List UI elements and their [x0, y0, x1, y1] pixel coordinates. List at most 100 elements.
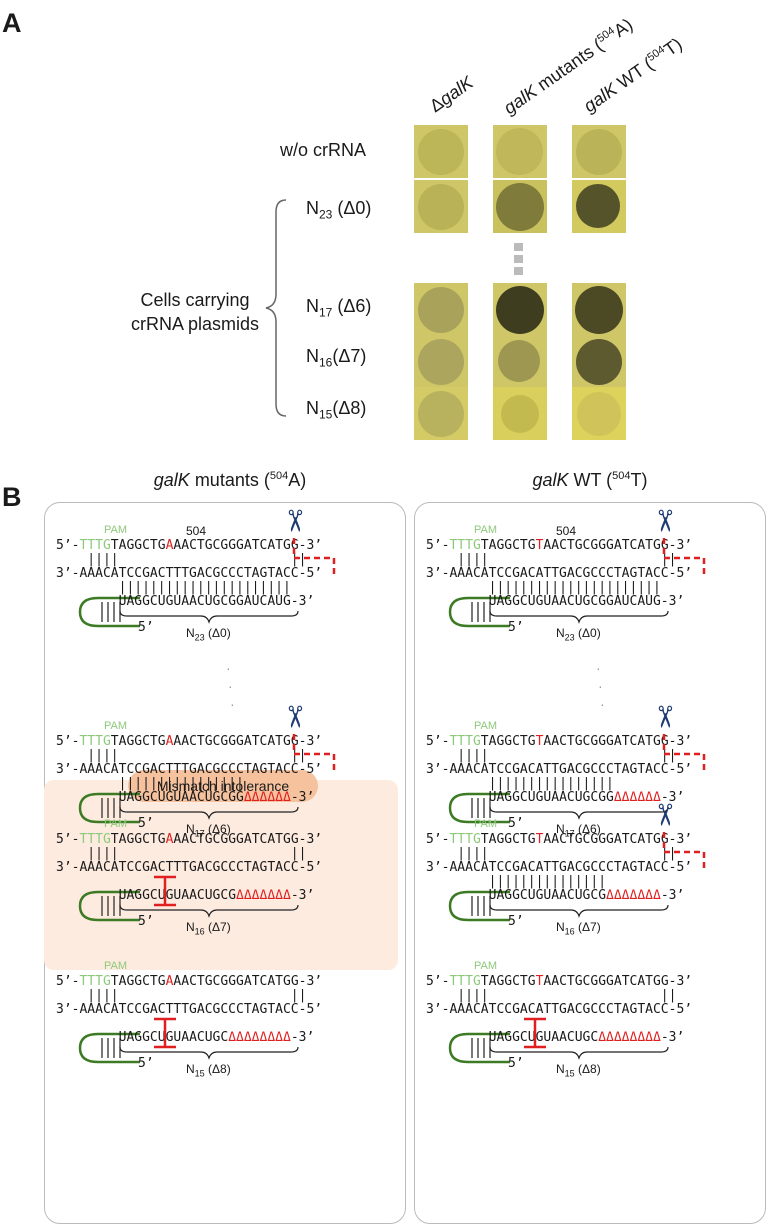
deletion-marks: ΔΔΔΔΔΔΔΔ [598, 1030, 661, 1045]
deletion-marks: ΔΔΔΔΔΔΔΔ [228, 1030, 291, 1045]
pam-label: PAM [104, 960, 128, 972]
bottom-strand: 3’-AAACATCCGACTTTGACGCCCTAGTACC-5’ [56, 1002, 323, 1017]
crrna-segment: UAGGCUGUAACUGC [488, 1030, 599, 1045]
crrna-sequence: UAGGCUGUAACUGCGGΔΔΔΔΔΔ-3’ [489, 790, 685, 805]
pam-sequence: TTTG [79, 974, 111, 989]
crrna-length-label: N17 (Δ6) [186, 822, 231, 838]
top-strand: 5’-TTTGTAGGCTGAAACTGCGGGATCATGG-3’ [56, 832, 322, 847]
no-cleavage-inhibition-bar [154, 1017, 176, 1049]
bottom-strand: 3’-AAACATCCGACTTTGACGCCCTAGTACC-5’ [56, 762, 323, 777]
ellipsis-dot: · [228, 678, 233, 694]
crrna-sequence: UAGGCUGUAACUGCGGΔΔΔΔΔΔ-3’ [119, 790, 315, 805]
row-label-n15: N15(Δ8) [306, 398, 367, 422]
top-strand: 5’-TTTGTAGGCTGTAACTGCGGGATCATGG-3’ [426, 974, 692, 989]
pam-label: PAM [104, 524, 128, 536]
tile [493, 180, 547, 233]
crrna-sequence: UAGGCUGUAACUGCΔΔΔΔΔΔΔΔ-3’ [489, 1030, 685, 1045]
deletion-marks: ΔΔΔΔΔΔ [243, 790, 291, 805]
crrna-hairpin [78, 596, 140, 628]
strand-end: 5’- [56, 538, 80, 553]
top-strand: 5’-TTTGTAGGCTGTAACTGCGGGATCATGG-3’ [426, 538, 692, 553]
sequence-segment: AACTGCGGGATCATGG-3’ [173, 734, 323, 749]
strand-pairing: |||| || [56, 748, 307, 763]
tile [493, 283, 547, 336]
deletion-count: (Δ0) [204, 626, 231, 640]
crrna-segment: UAGGCUGUAACUGC [118, 1030, 229, 1045]
tile [493, 387, 547, 440]
strand-end: 5’- [426, 832, 450, 847]
pam-sequence: TTTG [79, 538, 111, 553]
tile [572, 180, 626, 233]
tile [493, 125, 547, 178]
top-strand: 5’-TTTGTAGGCTGAAACTGCGGGATCATGG-3’ [56, 538, 322, 553]
deletion-count: (Δ7) [574, 920, 601, 934]
scissors-icon: ✂ [277, 704, 311, 730]
strand-end: -3’ [290, 888, 315, 903]
crrna-brace [119, 610, 299, 624]
crrna-segment: UAGGCUGUAACUGCGGAUCAUG-3’ [488, 594, 685, 609]
row-label-n16: N16(Δ7) [306, 346, 367, 370]
crrna-segment: UAGGCUGUAACUGCG [118, 888, 237, 903]
sequence-segment: AACTGCGGGATCATGG-3’ [543, 974, 693, 989]
crrna-brace [489, 806, 669, 820]
strand-pairing: |||| || [56, 552, 307, 567]
five-prime-end: 5’ [138, 1056, 154, 1071]
bottom-strand: 3’-AAACATCCGACATTGACGCCCTAGTACC-5’ [426, 860, 693, 875]
n-subscript: 17 [564, 828, 575, 839]
n-letter: N [186, 1062, 195, 1076]
scissors-icon: ✂ [277, 508, 311, 534]
crrna-pairing: |||||||||||||||||||||| [118, 580, 291, 595]
strand-end: -3’ [290, 1030, 315, 1045]
pam-sequence: TTTG [449, 832, 481, 847]
sequence-segment: TAGGCTG [110, 734, 166, 749]
five-prime-end: 5’ [138, 816, 154, 831]
ellipsis-dot: · [226, 660, 231, 676]
target-base-504: A [165, 538, 174, 553]
deletion-count: (Δ8) [204, 1062, 231, 1076]
crrna-pairing: |||||||||||||||| [488, 776, 614, 791]
sequence-segment: TAGGCTG [480, 832, 536, 847]
deletion-marks: ΔΔΔΔΔΔΔ [236, 888, 291, 903]
n-subscript: 15 [194, 1068, 205, 1079]
sequence-segment: AACTGCGGGATCATGG-3’ [173, 974, 323, 989]
tile [414, 180, 468, 233]
crrna-hairpin [78, 890, 140, 922]
column-header-galk-mutants: galK mutants (504A) [499, 14, 637, 119]
tile [572, 125, 626, 178]
no-cleavage-inhibition-bar [524, 1017, 546, 1049]
crrna-segment: UAGGCUGUAACUGCGG [118, 790, 244, 805]
deletion-marks: ΔΔΔΔΔΔΔ [606, 888, 661, 903]
grouping-brace [265, 199, 287, 417]
five-prime-end: 5’ [508, 620, 524, 635]
crrna-length-label: N23 (Δ0) [186, 626, 231, 642]
crrna-brace [119, 904, 299, 918]
ellipsis-dot [514, 255, 523, 263]
crrna-segment: UAGGCUGUAACUGCGGAUCAUG-3’ [118, 594, 315, 609]
n-letter: N [186, 822, 195, 836]
strand-pairing: |||| || [426, 988, 677, 1003]
left-panel-title: galK mutants (504A) [153, 470, 307, 490]
crrna-brace [489, 610, 669, 624]
top-strand: 5’-TTTGTAGGCTGAAACTGCGGGATCATGG-3’ [56, 974, 322, 989]
panel-b-letter: B [2, 482, 22, 512]
n-letter: N [556, 822, 565, 836]
sequence-segment: AACTGCGGGATCATGG-3’ [173, 538, 323, 553]
crrna-pairing: ||||||||||||||| [488, 874, 607, 889]
five-prime-end: 5’ [138, 620, 154, 635]
crrna-sequence: UAGGCUGUAACUGCGΔΔΔΔΔΔΔ-3’ [119, 888, 315, 903]
target-base-504: A [165, 734, 174, 749]
strand-pairing: |||| || [426, 846, 677, 861]
crrna-sequence: UAGGCUGUAACUGCGGAUCAUG-3’ [489, 594, 685, 609]
n-letter: N [186, 920, 195, 934]
top-strand: 5’-TTTGTAGGCTGTAACTGCGGGATCATGG-3’ [426, 734, 692, 749]
bottom-strand: 3’-AAACATCCGACTTTGACGCCCTAGTACC-5’ [56, 860, 323, 875]
scissors-icon: ✂ [647, 508, 681, 534]
target-base-504: T [535, 832, 544, 847]
n-subscript: 16 [194, 926, 205, 937]
deletion-marks: ΔΔΔΔΔΔ [613, 790, 661, 805]
ellipsis-dot: · [598, 678, 603, 694]
strand-end: 5’- [426, 974, 450, 989]
pam-sequence: TTTG [449, 974, 481, 989]
bottom-strand: 3’-AAACATCCGACATTGACGCCCTAGTACC-5’ [426, 762, 693, 777]
pam-sequence: TTTG [449, 734, 481, 749]
